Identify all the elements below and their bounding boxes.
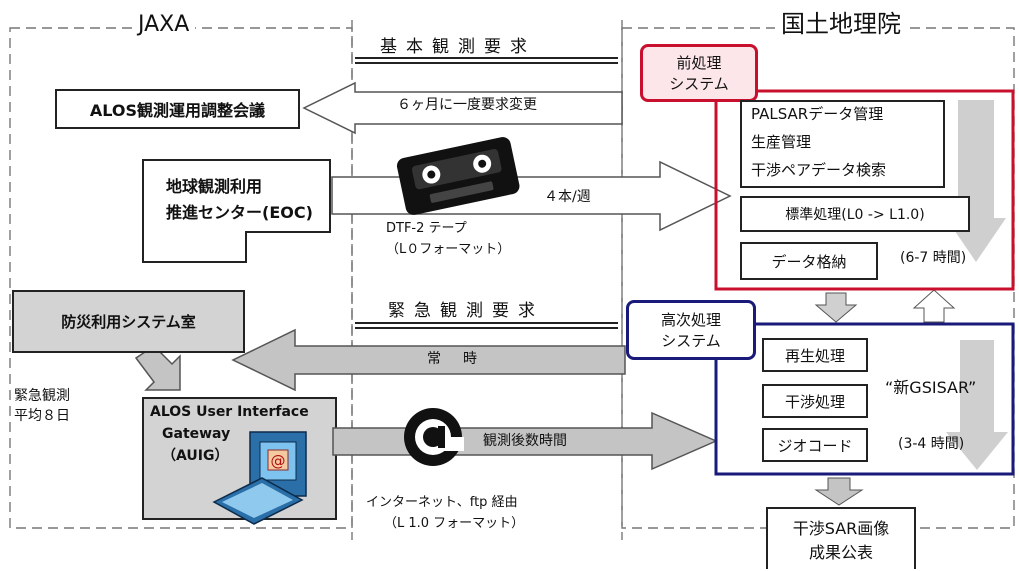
change-request-label: ６ヶ月に一度要求変更 bbox=[397, 97, 537, 113]
emergency-note-line2: 平均８日 bbox=[14, 408, 70, 424]
tape-cassette-icon bbox=[396, 137, 520, 215]
auig-line2: Gateway bbox=[162, 426, 231, 442]
gsi-title: 国土地理院 bbox=[775, 11, 907, 37]
highproc-name: “新GSISAR” bbox=[885, 378, 977, 397]
standard-processing-box: 標準処理(L0 -> L1.0) bbox=[740, 196, 970, 232]
always-arrow bbox=[231, 328, 626, 392]
net-label-line1: インターネット、ftp 経由 bbox=[366, 495, 518, 510]
eoc-line1: 地球観測利用 bbox=[166, 177, 263, 196]
highproc-title-line1: 高次処理 bbox=[660, 311, 721, 329]
tape-arrow bbox=[331, 160, 732, 232]
computer-terminal-icon: @ bbox=[212, 431, 307, 525]
preprocess-title-box: 前処理 システム bbox=[640, 44, 758, 102]
tape-label-line2: （L０フォーマット） bbox=[386, 242, 511, 257]
basic-request-label: 基本観測要求 bbox=[380, 37, 536, 57]
at-sign-icon bbox=[404, 408, 464, 466]
result-line2: 成果公表 bbox=[808, 543, 873, 562]
preprocess-time: (6-7 時間) bbox=[900, 250, 967, 266]
auig-line1: ALOS User Interface bbox=[150, 404, 309, 420]
eoc-outline bbox=[142, 159, 331, 263]
preprocess-task-3: 干渉ペアデータ検索 bbox=[751, 161, 887, 179]
highproc-title-box: 高次処理 システム bbox=[626, 300, 756, 360]
tape-label-line1: DTF-2 テープ bbox=[386, 221, 467, 236]
svg-text:@: @ bbox=[271, 452, 286, 470]
result-line1: 干渉SAR画像 bbox=[792, 519, 890, 538]
highproc-flow-arrow bbox=[946, 340, 1008, 470]
highproc-step-3: ジオコード bbox=[762, 428, 868, 462]
up-arrow-to-preprocess bbox=[912, 289, 956, 323]
result-box: 干渉SAR画像 成果公表 bbox=[766, 507, 916, 569]
tape-rate: ４本/週 bbox=[544, 189, 591, 205]
preprocess-task-2: 生産管理 bbox=[751, 133, 812, 151]
preprocess-title-line1: 前処理 bbox=[676, 54, 722, 72]
highproc-time: (3-4 時間) bbox=[898, 436, 965, 452]
preprocess-task-1: PALSARデータ管理 bbox=[751, 105, 884, 123]
down-arrow-to-highproc bbox=[814, 292, 858, 323]
eoc-line2: 推進センター(EOC) bbox=[166, 203, 313, 222]
highproc-frame bbox=[714, 322, 1015, 476]
preprocess-flow-arrow bbox=[946, 100, 1006, 262]
alos-meeting-box: ALOS観測運用調整会議 bbox=[55, 89, 300, 129]
data-storage-box: データ格納 bbox=[740, 242, 878, 280]
auig-line3: （AUIG） bbox=[162, 448, 229, 464]
highproc-title-line2: システム bbox=[661, 332, 721, 350]
highproc-step-2: 干渉処理 bbox=[762, 384, 868, 418]
preprocess-frame bbox=[714, 89, 1015, 291]
emergency-note-line1: 緊急観測 bbox=[14, 388, 70, 404]
emergency-request-label: 緊急観測要求 bbox=[388, 301, 544, 321]
preprocess-title-line2: システム bbox=[669, 75, 729, 93]
net-label-line2: （L 1.0 フォーマット） bbox=[384, 516, 525, 531]
preprocess-tasks-box: PALSARデータ管理 生産管理 干渉ペアデータ検索 bbox=[740, 100, 945, 188]
always-label: 常 時 bbox=[427, 351, 481, 367]
change-request-arrow bbox=[302, 81, 623, 135]
disaster-room-box: 防災利用システム室 bbox=[12, 290, 245, 353]
highproc-step-1: 再生処理 bbox=[762, 338, 868, 372]
jaxa-title: JAXA bbox=[132, 12, 196, 38]
net-rate: 観測後数時間 bbox=[483, 433, 567, 449]
down-arrow-to-result bbox=[814, 477, 864, 506]
